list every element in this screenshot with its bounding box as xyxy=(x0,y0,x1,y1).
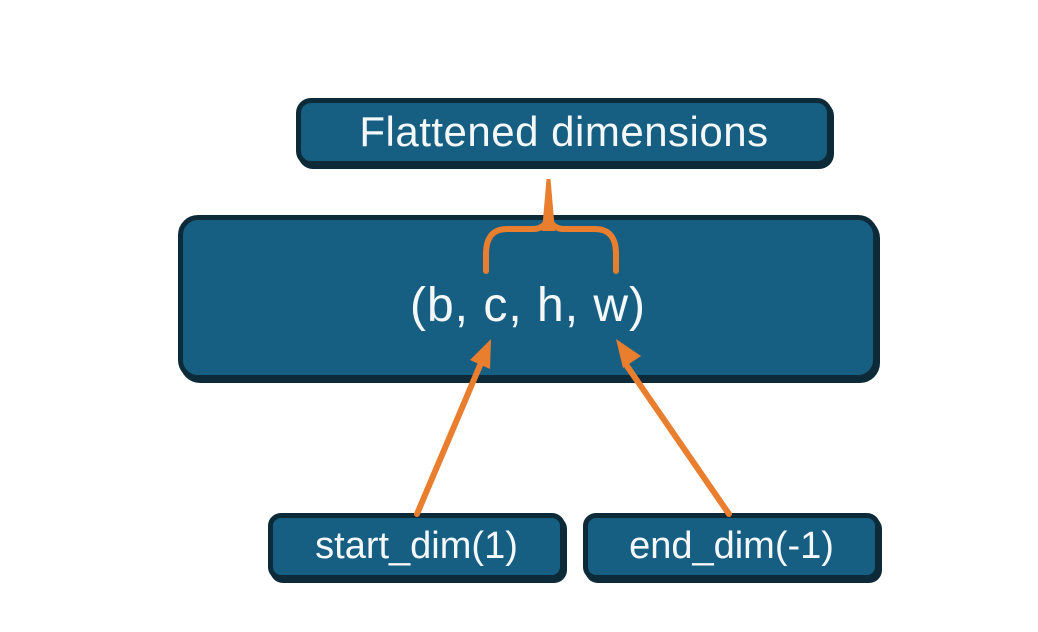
tensor-shape-box: (b, c, h, w) xyxy=(178,215,878,380)
start-dim-box: start_dim(1) xyxy=(268,513,565,580)
start-dim-label: start_dim(1) xyxy=(315,525,518,567)
flattened-dimensions-box: Flattened dimensions xyxy=(296,98,832,166)
end-dim-label: end_dim(-1) xyxy=(629,525,834,567)
flattened-dimensions-label: Flattened dimensions xyxy=(359,108,769,155)
end-dim-box: end_dim(-1) xyxy=(583,513,880,580)
tensor-shape-label: (b, c, h, w) xyxy=(409,279,647,332)
